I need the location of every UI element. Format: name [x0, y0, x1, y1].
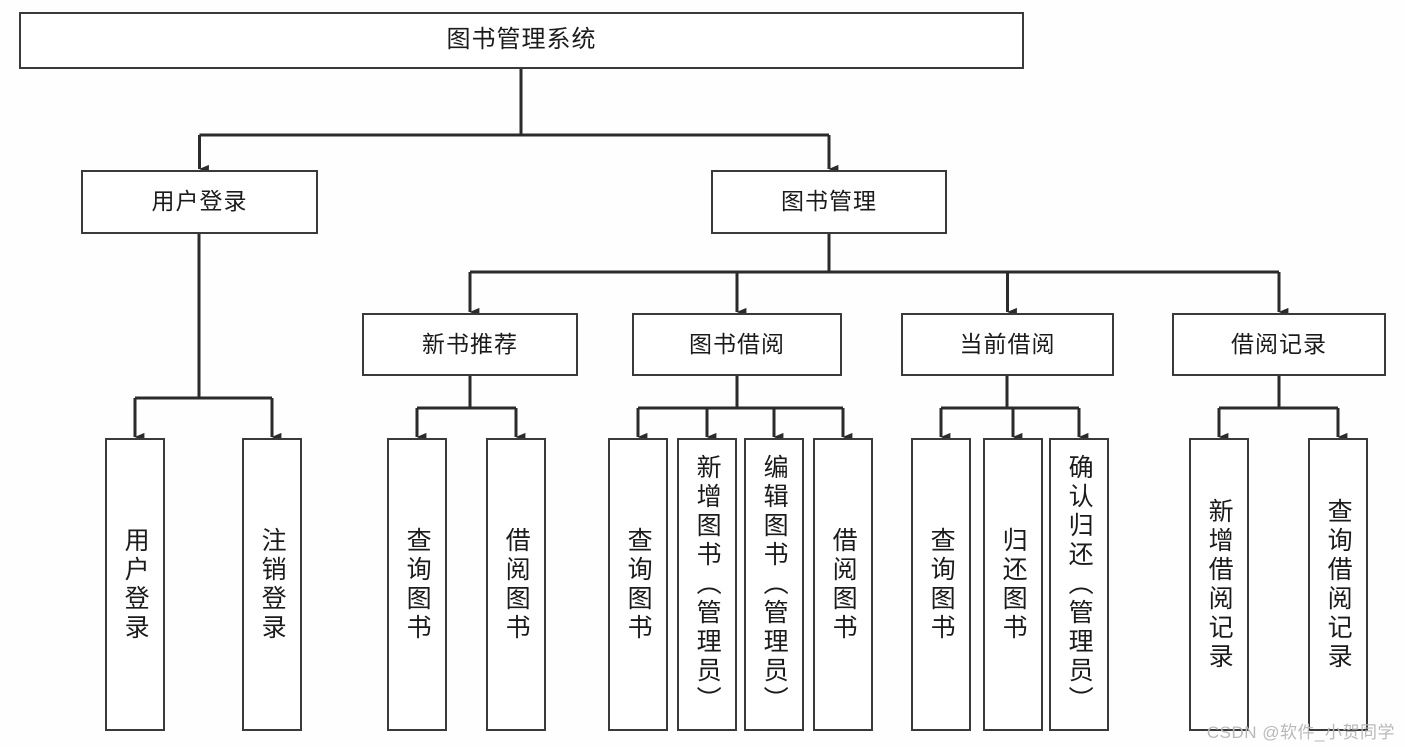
- node-leaf-query-books-a[interactable]: 查询图书: [387, 438, 447, 731]
- node-leaf-logout-login[interactable]: 注销登录: [242, 438, 302, 731]
- node-leaf-return-books[interactable]: 归还图书: [983, 438, 1043, 731]
- node-user-login-label: 用户登录: [151, 188, 248, 215]
- node-borrow-record[interactable]: 借阅记录: [1172, 313, 1386, 376]
- node-leaf-return-books-label: 归还图书: [999, 526, 1028, 643]
- node-leaf-user-login[interactable]: 用户登录: [105, 438, 165, 731]
- node-leaf-confirm-return-admin-label: 确认归还（管理员）: [1065, 454, 1094, 715]
- node-root-label: 图书管理系统: [446, 26, 597, 54]
- node-leaf-edit-book-admin-label: 编辑图书（管理员）: [760, 454, 789, 715]
- node-leaf-user-login-label: 用户登录: [121, 526, 150, 643]
- node-book-borrow[interactable]: 图书借阅: [632, 313, 842, 376]
- node-leaf-confirm-return-admin[interactable]: 确认归还（管理员）: [1049, 438, 1109, 731]
- node-leaf-add-book-admin[interactable]: 新增图书（管理员）: [677, 438, 737, 731]
- node-new-book-recommend[interactable]: 新书推荐: [362, 313, 578, 376]
- node-current-borrow-label: 当前借阅: [959, 330, 1056, 357]
- node-book-management[interactable]: 图书管理: [711, 170, 947, 234]
- node-leaf-query-books-b-label: 查询图书: [624, 526, 653, 643]
- node-leaf-borrow-books-a-label: 借阅图书: [502, 526, 531, 643]
- node-leaf-query-books-c[interactable]: 查询图书: [911, 438, 971, 731]
- node-leaf-query-books-c-label: 查询图书: [927, 526, 956, 643]
- node-leaf-query-books-b[interactable]: 查询图书: [608, 438, 668, 731]
- node-leaf-borrow-books-a[interactable]: 借阅图书: [486, 438, 546, 731]
- watermark-text: CSDN @软件_小贺同学: [1206, 723, 1395, 742]
- node-leaf-query-books-a-label: 查询图书: [403, 526, 432, 643]
- node-leaf-edit-book-admin[interactable]: 编辑图书（管理员）: [744, 438, 804, 731]
- node-leaf-add-borrow-record[interactable]: 新增借阅记录: [1189, 438, 1249, 731]
- node-leaf-query-borrow-record[interactable]: 查询借阅记录: [1308, 438, 1368, 731]
- node-leaf-borrow-books-b-label: 借阅图书: [829, 526, 858, 643]
- node-leaf-borrow-books-b[interactable]: 借阅图书: [813, 438, 873, 731]
- node-leaf-query-borrow-record-label: 查询借阅记录: [1324, 497, 1353, 672]
- node-book-borrow-label: 图书借阅: [689, 330, 785, 357]
- node-book-management-label: 图书管理: [781, 188, 877, 215]
- node-current-borrow[interactable]: 当前借阅: [901, 313, 1114, 376]
- node-leaf-logout-login-label: 注销登录: [258, 526, 287, 643]
- node-user-login[interactable]: 用户登录: [81, 170, 318, 234]
- node-new-book-recommend-label: 新书推荐: [422, 330, 518, 357]
- node-borrow-record-label: 借阅记录: [1231, 330, 1327, 357]
- node-leaf-add-book-admin-label: 新增图书（管理员）: [693, 454, 722, 715]
- node-leaf-add-borrow-record-label: 新增借阅记录: [1205, 497, 1234, 672]
- node-root[interactable]: 图书管理系统: [19, 12, 1024, 69]
